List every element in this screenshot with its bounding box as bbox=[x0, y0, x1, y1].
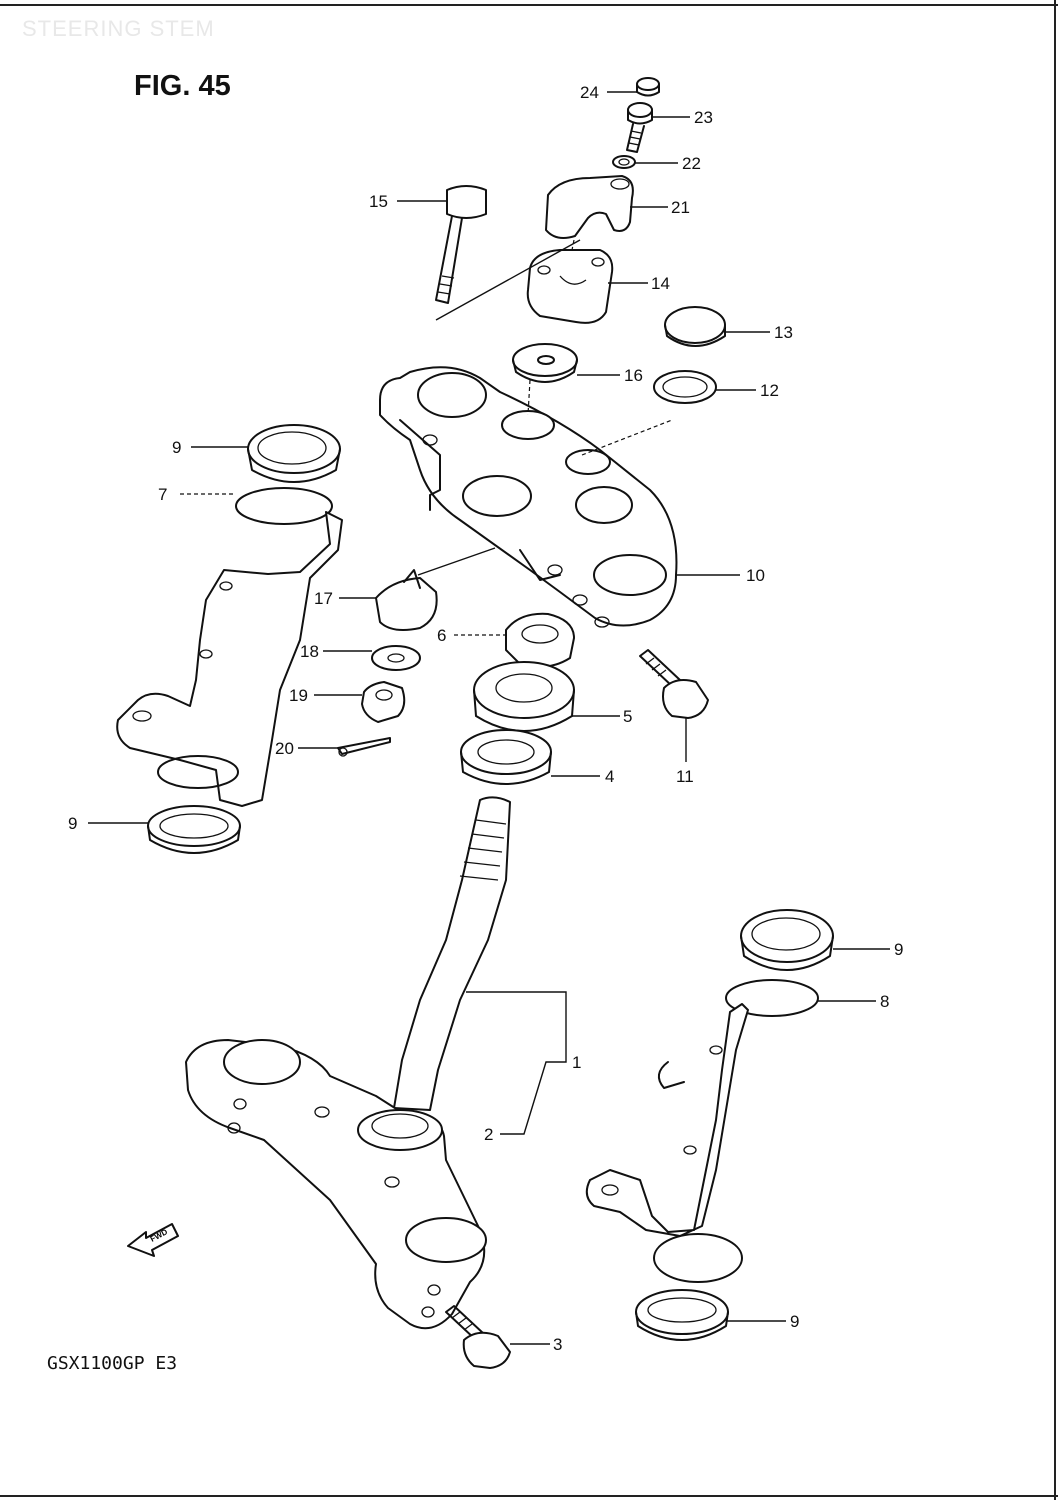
section-watermark: STEERING STEM bbox=[22, 16, 215, 41]
callout-6: 6 bbox=[437, 626, 446, 645]
callout-13: 13 bbox=[774, 323, 793, 342]
callout-22: 22 bbox=[682, 154, 701, 173]
part-right-hose-bracket bbox=[585, 909, 834, 1341]
page-border-top bbox=[0, 4, 1058, 6]
callout-2: 2 bbox=[484, 1125, 493, 1144]
part-24-cap bbox=[636, 77, 660, 97]
callout-9-upper-right: 9 bbox=[894, 940, 903, 959]
part-3-bolt bbox=[445, 1305, 511, 1369]
callout-21: 21 bbox=[671, 198, 690, 217]
callout-3: 3 bbox=[553, 1335, 562, 1354]
part-18-washer bbox=[371, 645, 421, 671]
part-12-washer bbox=[653, 370, 717, 404]
part-19-nut bbox=[361, 681, 406, 723]
callout-1: 1 bbox=[572, 1053, 581, 1072]
figure-title: FIG. 45 bbox=[134, 70, 231, 102]
model-code: GSX1100GP E3 bbox=[47, 1353, 178, 1374]
callout-16: 16 bbox=[624, 366, 643, 385]
callout-12: 12 bbox=[760, 381, 779, 400]
callout-15: 15 bbox=[369, 192, 388, 211]
callout-11: 11 bbox=[676, 767, 694, 786]
part-15-bolt bbox=[435, 185, 581, 321]
part-22-washer bbox=[612, 155, 636, 169]
callout-10: 10 bbox=[746, 566, 765, 585]
part-13-cap bbox=[664, 306, 726, 347]
callout-19: 19 bbox=[289, 686, 308, 705]
part-23-bolt bbox=[626, 102, 653, 153]
callout-4: 4 bbox=[605, 767, 614, 786]
callout-23: 23 bbox=[694, 108, 713, 127]
part-20-cotter-pin bbox=[337, 737, 391, 757]
callout-8: 8 bbox=[880, 992, 889, 1011]
callout-17: 17 bbox=[314, 589, 333, 608]
part-21-handlebar-clamp-upper bbox=[545, 175, 634, 239]
callout-labels: 24 23 22 21 15 14 13 16 12 9 7 10 17 6 1… bbox=[68, 83, 903, 1354]
page-border-right bbox=[1054, 0, 1056, 1500]
leader-lines bbox=[88, 91, 890, 1345]
part-10-upper-bracket bbox=[379, 239, 678, 628]
callout-14: 14 bbox=[651, 274, 670, 293]
part-16-damper bbox=[512, 343, 578, 383]
callout-9-lower-right: 9 bbox=[790, 1312, 799, 1331]
part-11-bolt bbox=[639, 649, 709, 719]
part-4-bearing bbox=[460, 729, 552, 785]
callout-5: 5 bbox=[623, 707, 632, 726]
callout-7: 7 bbox=[158, 485, 167, 504]
part-14-handlebar-clamp-lower bbox=[526, 249, 614, 324]
part-5-bearing bbox=[473, 661, 575, 732]
part-left-hose-bracket bbox=[116, 424, 343, 854]
fwd-arrow-icon: FWD bbox=[127, 1223, 179, 1257]
callout-9-lower-left: 9 bbox=[68, 814, 77, 833]
callout-18: 18 bbox=[300, 642, 319, 661]
callout-24: 24 bbox=[580, 83, 599, 102]
page-border-bottom bbox=[0, 1495, 1058, 1497]
callout-9-upper-left: 9 bbox=[172, 438, 181, 457]
callout-20: 20 bbox=[275, 739, 294, 758]
part-17-nut-cover bbox=[375, 547, 496, 631]
part-6-stem-nut bbox=[505, 612, 575, 668]
part-1-steering-stem bbox=[185, 796, 567, 1330]
